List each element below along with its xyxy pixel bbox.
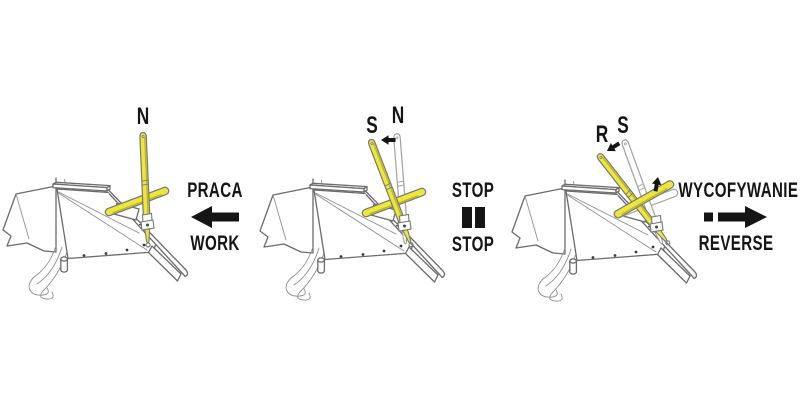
work-caption: PRACA WORK <box>155 179 275 255</box>
reverse-direction-right-arrow-icon <box>704 206 767 228</box>
caption-english: REVERSE <box>698 232 774 255</box>
lever-pivot <box>138 212 155 231</box>
lever-label-s: S <box>366 112 378 139</box>
caption-polish: STOP <box>451 179 495 202</box>
reverse-caption: WYCOFYWANIE REVERSE <box>656 179 808 255</box>
caption-english: STOP <box>451 233 495 256</box>
lever-label-s: S <box>617 112 629 139</box>
lever-label-n: N <box>136 103 150 130</box>
work-direction-left-arrow-icon <box>191 206 239 228</box>
lever-label-n: N <box>391 102 405 129</box>
caption-polish: WYCOFYWANIE <box>678 179 799 202</box>
stop-pause-icon <box>461 207 485 228</box>
caption-english: WORK <box>190 232 240 255</box>
caption-polish: PRACA <box>187 179 243 202</box>
lever-label-r: R <box>595 121 609 148</box>
stop-caption: STOP STOP <box>413 179 533 256</box>
